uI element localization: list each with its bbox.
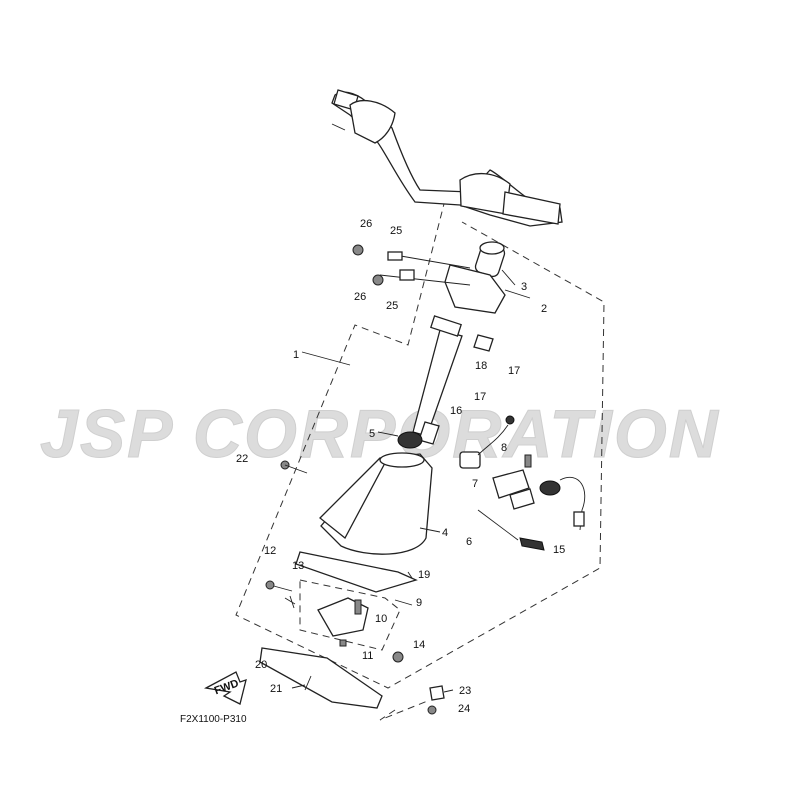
callout-16: 16 — [450, 405, 462, 417]
fwd-arrow-badge: FWD — [204, 671, 247, 705]
hardware — [265, 460, 445, 715]
leader-lines — [291, 269, 531, 693]
switch-parts — [459, 415, 586, 551]
callout-4: 4 — [442, 527, 448, 539]
callout-17b: 17 — [508, 365, 520, 377]
callout-2: 2 — [541, 303, 547, 315]
callout-19: 19 — [418, 569, 430, 581]
steering-shaft — [397, 315, 494, 449]
callout-26a: 26 — [360, 218, 372, 230]
handlebar — [331, 89, 563, 227]
steering-column — [319, 452, 433, 555]
callout-1: 1 — [293, 349, 299, 361]
callout-6: 6 — [466, 536, 472, 548]
callout-11: 11 — [362, 650, 373, 662]
assembly-outline-1 — [235, 199, 605, 721]
callout-7: 7 — [472, 478, 478, 490]
callout-12: 12 — [264, 545, 276, 557]
callout-14: 14 — [413, 639, 425, 651]
lower-bracket — [317, 597, 404, 663]
upper-clamp — [352, 241, 506, 314]
gasket-plate — [295, 551, 418, 593]
callout-26b: 26 — [354, 291, 366, 303]
bottom-plate — [259, 647, 383, 709]
callout-8: 8 — [501, 442, 507, 454]
callout-18: 18 — [475, 360, 487, 372]
callout-3: 3 — [521, 281, 527, 293]
watermark: JSP CORPORATION — [30, 395, 790, 485]
callout-10: 10 — [375, 613, 387, 625]
callout-25b: 25 — [386, 300, 398, 312]
callout-9: 9 — [416, 597, 422, 609]
callout-labels: 1 2 3 4 5 6 7 8 9 10 11 12 13 14 15 16 1… — [236, 218, 565, 715]
callout-25a: 25 — [390, 225, 402, 237]
watermark-text: JSP CORPORATION — [40, 396, 720, 472]
callout-21: 21 — [270, 683, 282, 695]
drawing-code: F2X1100-P310 — [180, 714, 247, 725]
callout-23: 23 — [459, 685, 471, 697]
callout-13: 13 — [292, 560, 304, 572]
callout-20: 20 — [255, 659, 267, 671]
callout-5: 5 — [369, 428, 375, 440]
callout-22: 22 — [236, 453, 248, 465]
callout-24: 24 — [458, 703, 470, 715]
callout-15: 15 — [553, 544, 565, 556]
callout-17a: 17 — [474, 391, 486, 403]
